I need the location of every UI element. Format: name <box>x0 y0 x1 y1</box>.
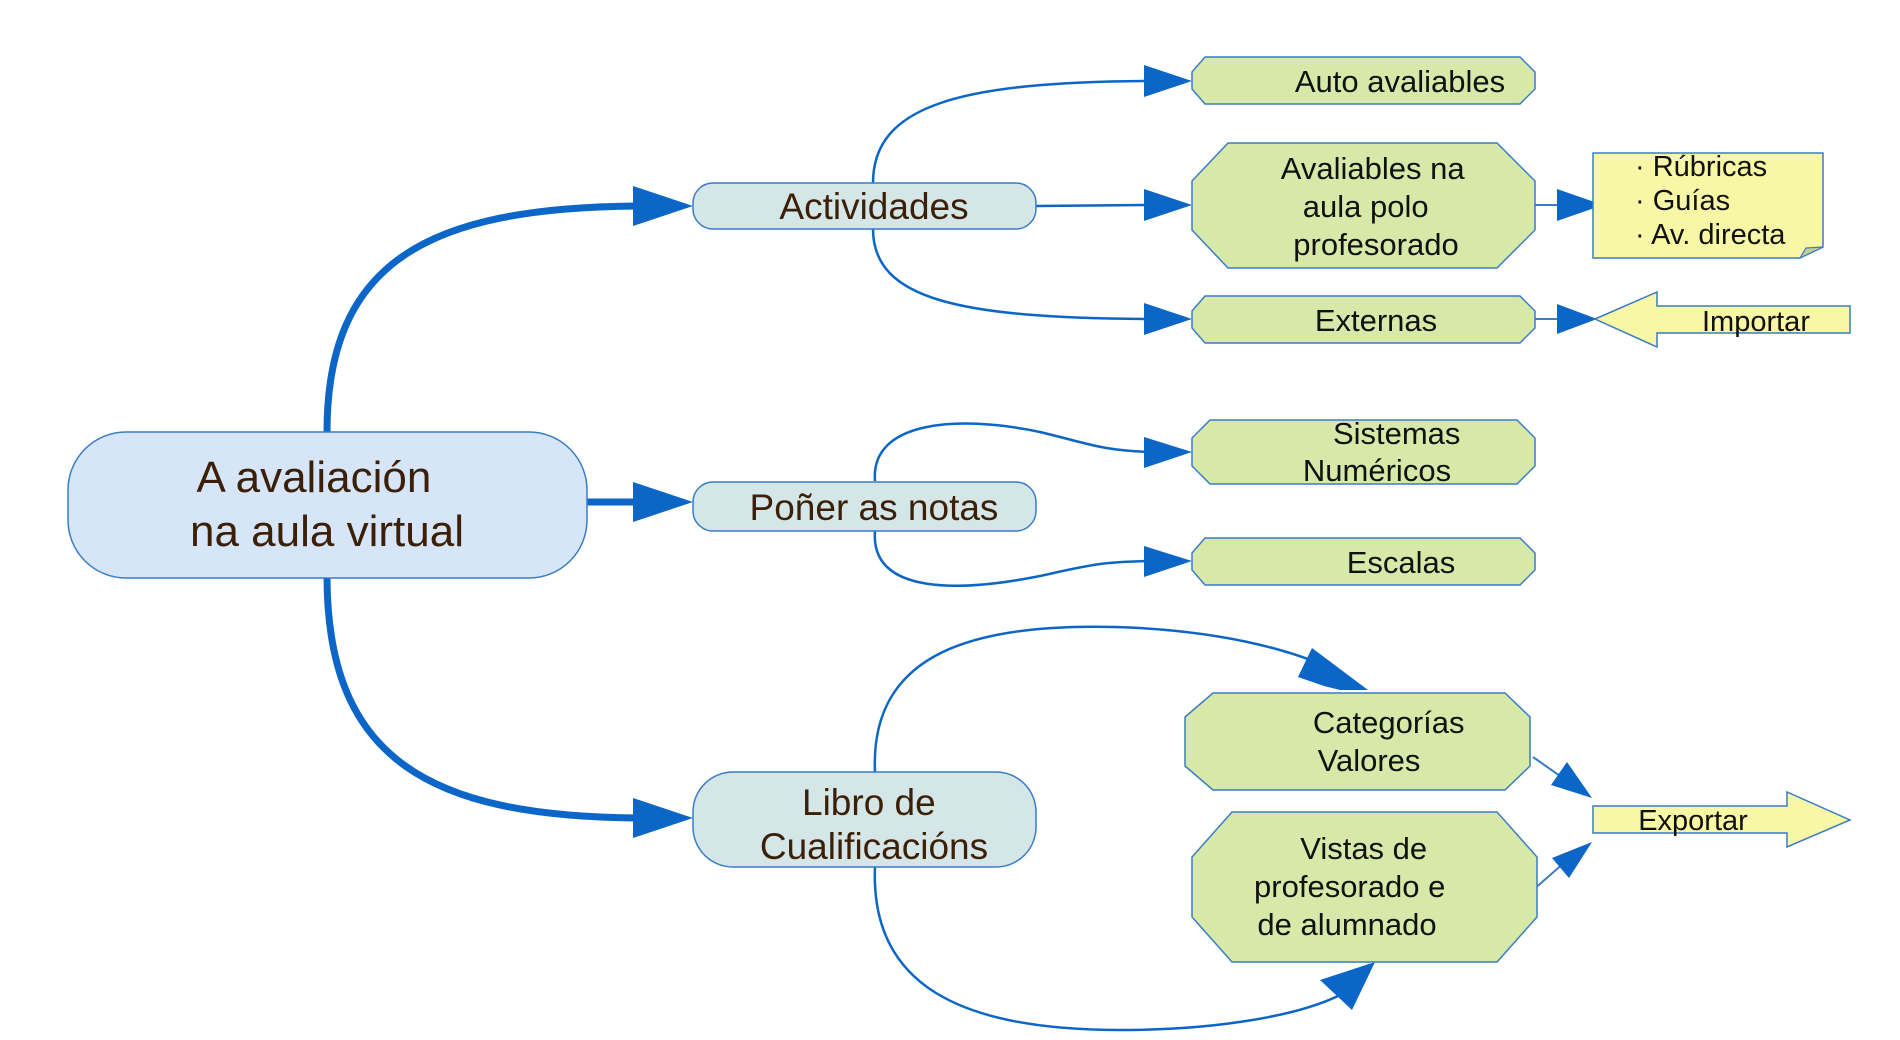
branch-notas[interactable]: Poñer as notas <box>692 481 1037 532</box>
root-line-1: A avaliación <box>196 453 431 502</box>
connector-actividades-to-auto <box>871 79 1151 184</box>
connector-notas-to-sistemas <box>873 422 1151 482</box>
branch-libro-line-1: Libro de <box>802 782 936 823</box>
importar-arrow-left-icon <box>1593 290 1851 349</box>
arrowhead-sistemas <box>1144 437 1192 468</box>
leaf-vistas-line-3: de alumnado <box>1257 907 1436 942</box>
importar-label: Importar <box>1702 306 1810 338</box>
branch-libro-line-2: Cualificacións <box>760 826 988 867</box>
leaf-sistemas[interactable]: Sistemas Numéricos <box>1191 416 1536 488</box>
arrowhead-externas <box>1144 303 1192 335</box>
branch-notas-shape <box>692 481 1037 532</box>
note-evaluation-tools[interactable]: · Rúbricas · Guías · Av. directa <box>1592 151 1824 260</box>
leaf-auto-shape <box>1191 56 1536 105</box>
root-node-shape <box>67 431 588 579</box>
actividades-connectors <box>871 65 1192 335</box>
leaf-auto-label: Auto avaliables <box>1295 64 1505 99</box>
root-line-2: na aula virtual <box>190 507 464 556</box>
arrowhead-auto <box>1144 65 1192 97</box>
leaf-sistemas-label: Sistemas Numéricos <box>1303 416 1469 488</box>
leaf-escalas-line-1: Escalas <box>1347 545 1456 580</box>
branch-libro-shape <box>692 771 1037 868</box>
leaf-avaliables-line-2: aula polo <box>1303 189 1429 224</box>
arrowhead-importar <box>1557 304 1597 334</box>
leaf-categorias-line-2: Valores <box>1318 743 1421 778</box>
leaf-auto-line-1: Auto avaliables <box>1295 64 1505 99</box>
connector-libro-to-categorias <box>873 625 1331 773</box>
connector-root-to-actividades <box>323 202 637 433</box>
branch-libro[interactable]: Libro de Cualificacións <box>692 771 1037 868</box>
exportar-label: Exportar <box>1638 805 1748 837</box>
leaf-escalas[interactable]: Escalas <box>1191 537 1536 586</box>
leaf-sistemas-line-2: Numéricos <box>1303 453 1451 488</box>
importar-callout[interactable]: Importar <box>1593 290 1851 349</box>
root-connectors <box>323 186 693 838</box>
leaf-categorias-label: Categorías Valores <box>1313 705 1473 778</box>
callout-connectors <box>1532 189 1603 891</box>
connector-actividades-to-avaliables <box>1035 203 1151 208</box>
arrowhead-libro <box>633 798 693 838</box>
note-label: · Rúbricas · Guías · Av. directa <box>1635 151 1786 251</box>
leaf-avaliables-line-3: profesorado <box>1293 227 1458 262</box>
arrowhead-avaliables <box>1144 189 1192 221</box>
exportar-arrow-right-icon <box>1592 790 1852 849</box>
leaf-externas[interactable]: Externas <box>1191 295 1536 344</box>
leaf-vistas-shape <box>1191 811 1538 963</box>
notas-connectors <box>873 422 1192 587</box>
branch-actividades-line-1: Actividades <box>779 186 968 227</box>
arrowhead-escalas <box>1144 546 1192 577</box>
arrowhead-exportar-top <box>1551 762 1592 798</box>
leaf-vistas-label: Vistas de profesorado e de alumnado <box>1254 831 1454 942</box>
note-line-3: · Av. directa <box>1635 219 1786 251</box>
branch-actividades[interactable]: Actividades <box>692 182 1037 230</box>
leaf-avaliables-line-1: Avaliables na <box>1281 151 1466 186</box>
leaf-avaliables-label: Avaliables na aula polo profesorado <box>1281 151 1473 262</box>
branch-actividades-label: Actividades <box>779 186 968 227</box>
leaf-vistas[interactable]: Vistas de profesorado e de alumnado <box>1191 811 1538 963</box>
connector-libro-to-vistas <box>873 866 1341 1032</box>
arrowhead-actividades <box>633 186 693 226</box>
leaf-externas-label: Externas <box>1315 303 1437 338</box>
note-folded-corner-icon <box>1798 246 1824 260</box>
note-line-1: · Rúbricas <box>1635 151 1767 183</box>
root-node[interactable]: A avaliación na aula virtual <box>67 431 588 579</box>
arrowhead-note <box>1557 189 1603 221</box>
root-node-label: A avaliación na aula virtual <box>190 453 464 556</box>
arrowhead-categorias <box>1298 648 1368 690</box>
arrowhead-exportar-bottom <box>1552 842 1592 878</box>
leaf-categorias[interactable]: Categorías Valores <box>1184 692 1531 791</box>
leaf-sistemas-shape <box>1191 419 1536 485</box>
leaf-escalas-label: Escalas <box>1347 545 1456 580</box>
exportar-callout[interactable]: Exportar <box>1592 790 1852 849</box>
arrowhead-notas <box>633 482 693 522</box>
leaf-vistas-line-2: profesorado e <box>1254 869 1445 904</box>
note-line-2: · Guías <box>1635 185 1730 217</box>
leaf-avaliables-aula[interactable]: Avaliables na aula polo profesorado <box>1191 142 1536 269</box>
leaf-categorias-shape <box>1184 692 1531 791</box>
branch-libro-label: Libro de Cualificacións <box>760 782 988 867</box>
leaf-auto-avaliables[interactable]: Auto avaliables <box>1191 56 1536 105</box>
leaf-avaliables-shape <box>1191 142 1536 269</box>
branch-actividades-shape <box>692 182 1037 230</box>
connector-root-to-libro <box>323 575 637 822</box>
leaf-categorias-line-1: Categorías <box>1313 705 1465 740</box>
leaf-sistemas-line-1: Sistemas <box>1333 416 1460 451</box>
branch-notas-line-1: Poñer as notas <box>750 487 999 528</box>
branch-notas-label: Poñer as notas <box>750 487 999 528</box>
leaf-externas-shape <box>1191 295 1536 344</box>
libro-connectors <box>873 625 1375 1032</box>
arrowhead-vistas <box>1320 962 1375 1010</box>
leaf-vistas-line-1: Vistas de <box>1300 831 1427 866</box>
leaf-escalas-shape <box>1191 537 1536 586</box>
connector-actividades-to-externas <box>871 228 1151 321</box>
connector-notas-to-escalas <box>873 530 1151 587</box>
leaf-externas-line-1: Externas <box>1315 303 1437 338</box>
